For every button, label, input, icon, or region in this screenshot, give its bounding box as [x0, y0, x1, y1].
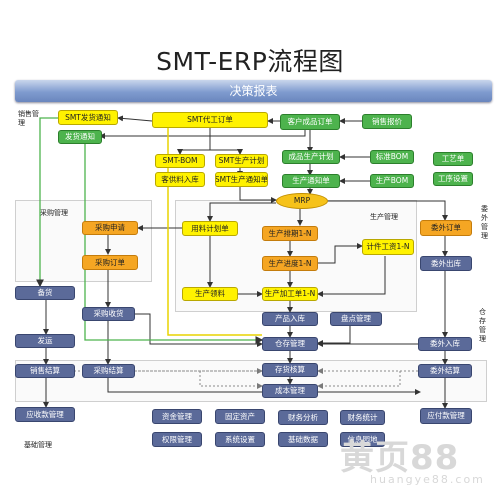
stock-account-box: 存货核算: [262, 363, 318, 377]
link-mrp-material: [207, 202, 276, 222]
production-region-label: 生产管理: [370, 213, 398, 221]
link-to-cost: [199, 371, 263, 389]
link-order-ship: [99, 130, 306, 139]
fund-box: 资金管理: [152, 409, 202, 424]
link-smt-notice: [117, 115, 153, 122]
schedule-box: 生产排期1-N: [262, 226, 318, 241]
ship-notice-box: 发货通知: [58, 130, 102, 144]
link-smtnotice-mrp: [239, 186, 277, 203]
warehouse-region-label: 仓存管理: [479, 308, 486, 343]
link-progress-piecework: [318, 243, 363, 264]
link-ship-warehouse: [84, 144, 264, 344]
fixed-asset-box: 固定资产: [215, 409, 265, 424]
outsource-in-box: 委外入库: [418, 337, 472, 351]
stock-out-box: 备货: [15, 286, 75, 300]
customer-material-box: 客供料入库: [155, 172, 205, 187]
outsource-order-box: 委外订单: [420, 220, 472, 236]
purchase-order-box: 采购订单: [82, 255, 138, 270]
purchase-settle-box: 采购结算: [82, 364, 135, 378]
decision-report-banner: 决策报表: [15, 80, 492, 102]
warehouse-box: 仓存管理: [262, 337, 318, 351]
receivable-box: 应收款管理: [15, 407, 75, 422]
smt-ship-notice-box: SMT发货通知: [58, 110, 118, 125]
ship-box: 发运: [15, 334, 75, 348]
system-setting-box: 系统设置: [215, 432, 265, 447]
smt-oem-order-box: SMT代工订单: [152, 112, 268, 128]
info-board-box: 信息园地: [340, 432, 385, 447]
diagram-title: SMT-ERP流程图: [156, 47, 344, 76]
finished-in-box: 产品入库: [262, 312, 318, 326]
watermark: 黄页88 huangye88.com: [340, 430, 485, 486]
link-smt-yellow: [167, 128, 262, 336]
purchase-receive-box: 采购收货: [82, 307, 135, 321]
smt-bom-box: SMT-BOM: [155, 154, 205, 168]
inventory-check-box: 盘点管理: [330, 312, 382, 326]
prod-bom-box: 生产BOM: [370, 174, 414, 188]
sales-settle-box: 销售结算: [15, 364, 75, 378]
watermark-url: huangye88.com: [370, 473, 485, 486]
permission-box: 权限管理: [152, 432, 202, 447]
outsource-region-label: 委外管理: [481, 205, 488, 240]
watermark-brand: 黄页88: [340, 438, 460, 478]
prod-notice-box: 生产通知单: [282, 174, 340, 188]
link-cost-right: [317, 371, 401, 389]
outsource-settle-box: 委外结算: [418, 364, 472, 378]
payable-box: 应付款管理: [420, 408, 472, 424]
link-piecework-work: [317, 256, 386, 297]
base-region-label: 基础管理: [24, 441, 52, 449]
purchase-region-label: 采购管理: [40, 209, 68, 217]
smt-plan-box: SMT生产计划: [215, 154, 268, 168]
cost-mgmt-box: 成本管理: [262, 384, 318, 398]
process-list-box: 工艺单: [433, 152, 473, 166]
link-receive-warehouse: [135, 313, 263, 347]
material-plan-box: 用料计划单: [182, 221, 238, 236]
sales-quote-box: 销售报价: [362, 114, 412, 129]
piecework-box: 计件工资1-N: [362, 239, 414, 255]
smt-prod-notice-box: SMT生产通知单: [215, 172, 268, 187]
finance-stats-box: 财务统计: [340, 410, 385, 425]
link-notice-stockout: [36, 117, 58, 288]
finished-plan-box: 成品生产计划: [282, 150, 340, 164]
sales-region-label: 销售管理: [18, 110, 39, 127]
standard-bom-box: 标准BOM: [370, 150, 414, 164]
prod-pick-box: 生产领料: [182, 287, 238, 301]
link-mrp-outsource: [328, 200, 448, 221]
link-check-warehouse: [317, 326, 351, 346]
base-data-box: 基础数据: [278, 432, 328, 447]
purchase-request-box: 采购申请: [82, 221, 138, 235]
mrp-node: MRP: [276, 193, 328, 209]
finance-analysis-box: 财务分析: [278, 410, 328, 425]
progress-box: 生产进度1-N: [262, 256, 318, 271]
process-setting-box: 工序设置: [433, 172, 473, 186]
outsource-out-box: 委外出库: [420, 256, 472, 271]
prod-work-box: 生产加工单1-N: [262, 287, 318, 301]
customer-order-box: 客户成品订单: [280, 114, 340, 130]
